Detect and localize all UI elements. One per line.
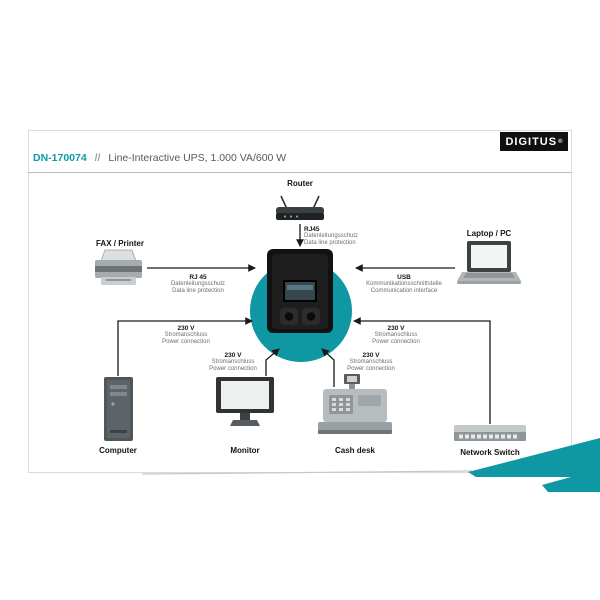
printer-rj45-label: RJ 45 Datenleitungsschutz Data line prot… [170,274,226,294]
digitus-logo: DIGITUS® [500,132,568,151]
computer-icon [104,377,133,441]
cash-desk-icon [318,374,392,434]
line-switch-to-ups [352,317,491,424]
router-icon [276,195,324,220]
registered-mark: ® [558,138,563,145]
footer-ribbon-large [468,438,600,477]
footer-divider-line [141,470,473,475]
laptop-label: Laptop / PC [466,229,512,238]
cash-desk-label: Cash desk [334,446,376,455]
line-monitor-to-ups [265,348,280,376]
monitor-label: Monitor [230,446,260,455]
router-rj45-label: RJ45 Datenleitungsschutz Data line prote… [304,226,359,246]
product-title: Line-Interactive UPS, 1.000 VA/600 W [108,152,287,164]
connection-lines [117,224,491,424]
laptop-usb-label: USB Kommunikationsschnittstelle Communic… [366,274,442,294]
computer-label: Computer [99,446,137,455]
fax-printer-label: FAX / Printer [95,239,144,248]
header-separator: // [94,152,101,164]
fax-printer-icon [95,249,142,285]
network-switch-icon [454,425,526,441]
network-switch-label: Network Switch [460,448,520,457]
footer-ribbon-small [542,469,600,492]
laptop-icon [457,241,521,284]
product-code: DN-170074 [33,152,87,164]
ups-icon [267,249,333,333]
router-label: Router [287,179,313,188]
switch-power-label: 230 V Stromanschluss Power connection [372,325,420,345]
line-cashdesk-to-ups [321,348,335,387]
product-header: DN-170074 // Line-Interactive UPS, 1.000… [33,152,286,164]
monitor-power-label: 230 V Stromanschluss Power connection [209,352,257,372]
monitor-icon [216,377,274,426]
computer-power-label: 230 V Stromanschluss Power connection [162,325,210,345]
digitus-logo-text: DIGITUS [505,135,558,148]
header-rule [28,172,571,173]
cashdesk-power-label: 230 V Stromanschluss Power connection [347,352,395,372]
line-computer-to-ups [117,317,254,376]
